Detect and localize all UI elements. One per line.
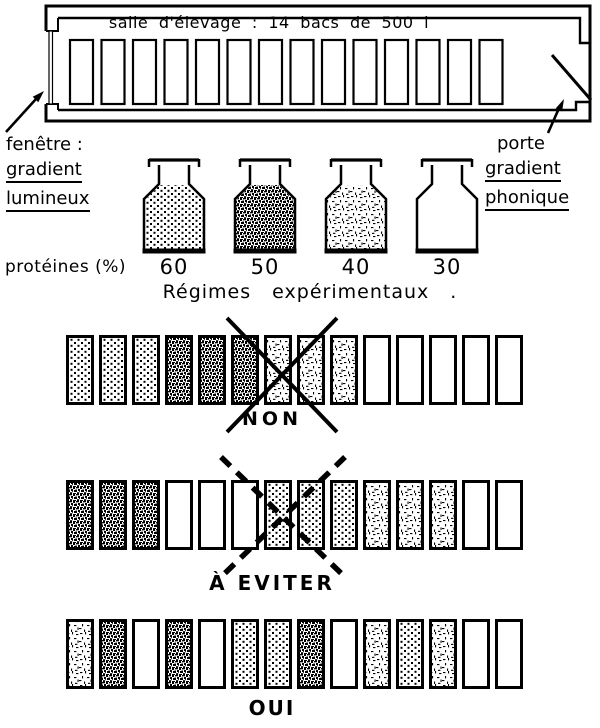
tank-dots	[264, 480, 292, 550]
room-tank	[100, 38, 126, 106]
window-arrow-icon	[5, 91, 44, 133]
room-tank	[68, 38, 95, 106]
tank-sparse	[363, 619, 391, 689]
room-tank	[131, 38, 158, 106]
row-label-oui: OUI	[248, 696, 296, 720]
diet-bottles	[142, 158, 479, 254]
tank-dots	[99, 335, 127, 405]
dashed-cross-line	[219, 455, 347, 579]
tank-dense	[198, 335, 226, 405]
tank-dense	[165, 335, 193, 405]
tank-empty	[462, 619, 490, 689]
protein-value-30: 30	[432, 255, 462, 279]
tank-dense	[99, 619, 127, 689]
window-glass	[48, 30, 54, 105]
tank-dots	[231, 619, 259, 689]
tank-empty	[330, 619, 358, 689]
row-label-non: NON	[242, 408, 302, 430]
tank-empty	[495, 480, 523, 550]
room-tank	[257, 38, 284, 106]
tank-empty	[363, 335, 391, 405]
door-arrow-icon	[546, 99, 564, 134]
tank-dots	[297, 480, 325, 550]
room-tank	[226, 38, 252, 106]
tank-dots	[264, 619, 292, 689]
arrangement-row-oui	[66, 619, 523, 689]
protein-value-60: 60	[159, 255, 189, 279]
solid-cross-line	[225, 316, 339, 434]
diet-bottle-50	[233, 158, 297, 254]
door-label-name: porte	[497, 133, 545, 154]
protein-value-40: 40	[341, 255, 371, 279]
room-tank	[289, 38, 315, 106]
protein-axis-label: protéines (%)	[5, 257, 127, 277]
room-tank	[415, 38, 441, 106]
room-tank	[383, 38, 410, 106]
rearing-room-plan	[5, 4, 593, 134]
tank-empty	[462, 335, 490, 405]
protein-value-50: 50	[250, 255, 280, 279]
tank-dots	[66, 335, 94, 405]
tank-empty	[396, 335, 424, 405]
tank-empty	[495, 619, 523, 689]
tank-sparse	[429, 619, 457, 689]
window-gradient-word1: gradient	[6, 161, 82, 183]
room-tank	[194, 38, 221, 106]
diets-caption: Régimes expérimentaux .	[162, 281, 458, 303]
tank-sparse	[396, 480, 424, 550]
diet-bottle-30	[415, 158, 479, 254]
tank-sparse	[66, 619, 94, 689]
tank-empty	[462, 480, 490, 550]
tank-empty	[198, 619, 226, 689]
room-tank	[478, 38, 504, 106]
tank-dense	[99, 480, 127, 550]
window-label: fenêtre : gradient lumineux	[6, 136, 90, 219]
tank-empty	[198, 480, 226, 550]
tank-sparse	[429, 480, 457, 550]
tank-dots	[132, 335, 160, 405]
door-gradient-word1: gradient	[485, 160, 561, 182]
room-tank	[163, 38, 189, 106]
room-title: salle d'élevage : 14 bacs de 500 l	[108, 13, 430, 32]
door-label: porte gradient phonique	[485, 133, 570, 218]
window-jamb-top	[46, 18, 59, 32]
diet-bottle-40	[324, 158, 388, 254]
tank-empty	[495, 335, 523, 405]
diet-bottles-figure	[142, 158, 479, 254]
tank-sparse	[330, 335, 358, 405]
door-gradient-word2: phonique	[485, 189, 570, 211]
cross-solid	[225, 316, 339, 434]
tank-dense	[297, 619, 325, 689]
tank-empty	[132, 619, 160, 689]
tank-sparse	[363, 480, 391, 550]
tank-dense	[132, 480, 160, 550]
tank-dots	[330, 480, 358, 550]
door-leaf	[550, 54, 593, 101]
diet-bottle-60	[142, 158, 206, 254]
cross-dashed	[219, 455, 347, 579]
room-tank	[352, 38, 378, 106]
window-jamb-bottom	[46, 103, 59, 110]
room-outer-wall	[44, 4, 592, 123]
arrangement-row-non	[66, 335, 523, 405]
room-tank	[446, 38, 473, 106]
window-label-name: fenêtre :	[6, 134, 83, 155]
tank-dense	[165, 619, 193, 689]
room-tanks	[68, 38, 504, 106]
room-inner-wall-bottom	[58, 100, 590, 112]
room-inner-wall-top	[58, 16, 590, 45]
tank-dense	[66, 480, 94, 550]
dashed-cross-line	[219, 455, 347, 579]
arrangement-row-eviter	[66, 480, 523, 550]
window-gradient-word2: lumineux	[6, 190, 90, 212]
tank-empty	[429, 335, 457, 405]
room-tank	[320, 38, 347, 106]
tank-dots	[396, 619, 424, 689]
tank-empty	[165, 480, 193, 550]
row-label-eviter: À EVITER	[209, 571, 335, 595]
